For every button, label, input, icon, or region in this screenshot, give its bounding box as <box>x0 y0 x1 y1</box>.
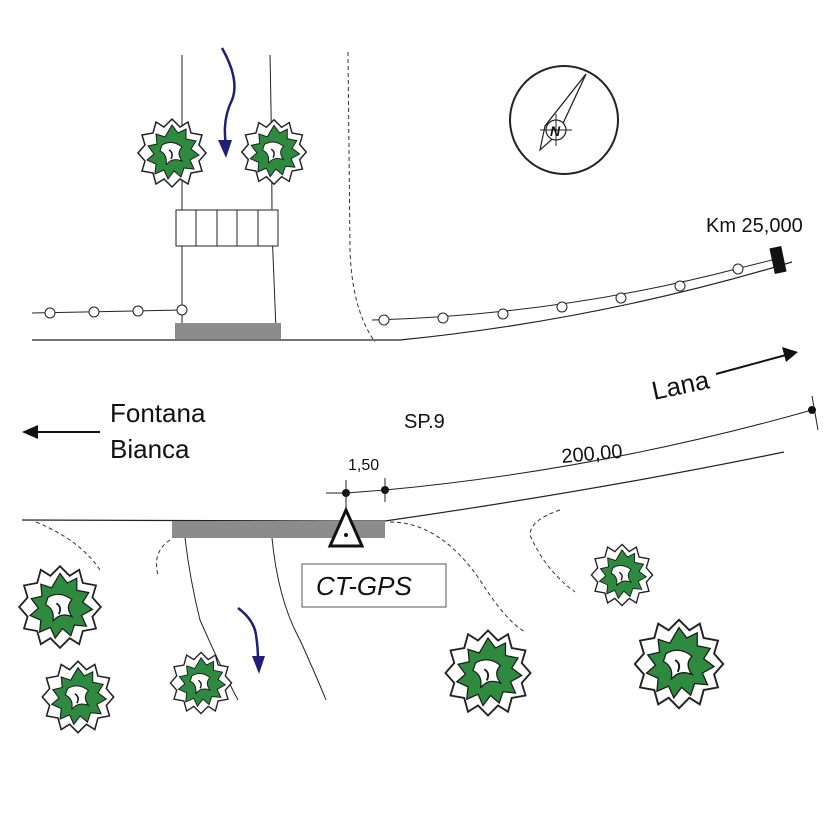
tree-icon <box>240 118 308 186</box>
direction-label-lana: Lana <box>649 364 712 405</box>
dashed-path-upper <box>347 51 376 343</box>
station-label: CT-GPS <box>316 571 412 601</box>
tree-icon <box>137 118 207 188</box>
tree-icon <box>18 565 102 649</box>
tree-icon <box>41 660 115 734</box>
dimension-short-label: 1,50 <box>348 457 379 474</box>
guard-post <box>176 304 188 316</box>
km-marker-post <box>769 246 787 274</box>
road-name: SP.9 <box>404 411 445 433</box>
guard-post <box>437 312 449 324</box>
dimension-line <box>326 409 813 494</box>
gps-station-icon <box>327 506 365 548</box>
guard-post <box>556 301 568 313</box>
guard-post <box>132 305 144 317</box>
km-marker-label: Km 25,000 <box>706 215 803 237</box>
guard-post <box>378 314 390 326</box>
dimension-dot <box>808 406 816 414</box>
tree-icon <box>633 618 725 710</box>
guard-post <box>44 307 56 319</box>
stream-bank-right-lower <box>271 537 327 701</box>
direction-label-bianca: Bianca <box>110 434 190 464</box>
compass-icon: N <box>509 65 619 175</box>
road-edge-lower <box>21 451 785 522</box>
guard-line-left <box>31 309 183 314</box>
arrow-left-icon <box>22 425 100 439</box>
dashed-path-lower-mid <box>389 521 526 633</box>
dashed-path-lower-stub <box>156 539 171 576</box>
bridge-lower <box>172 521 385 538</box>
direction-label-fontana: Fontana <box>110 398 206 428</box>
water-flow-arrow-upper <box>218 47 236 158</box>
stream-bank-right-upper <box>269 54 277 331</box>
station-label-box <box>301 563 447 608</box>
compass-letter: N <box>550 123 561 139</box>
dimension-long-label: 200,00 <box>561 441 624 468</box>
guard-line-right <box>371 257 781 321</box>
water-flow-arrow-lower <box>237 607 265 674</box>
guard-post <box>674 280 686 292</box>
tree-icon <box>444 629 532 717</box>
guard-post <box>732 263 744 275</box>
road-edge-upper <box>32 261 793 341</box>
dashed-path-lower-right <box>529 509 576 593</box>
dimension-tick <box>811 395 819 431</box>
tree-icon <box>169 651 233 715</box>
guard-post <box>497 308 509 320</box>
bridge-upper <box>175 323 281 339</box>
dashed-path-lower-left <box>35 521 101 571</box>
guard-post <box>615 292 627 304</box>
arrow-right-icon <box>715 347 798 375</box>
tree-icon <box>590 543 654 607</box>
culvert-grid <box>175 209 279 247</box>
guard-post <box>88 306 100 318</box>
